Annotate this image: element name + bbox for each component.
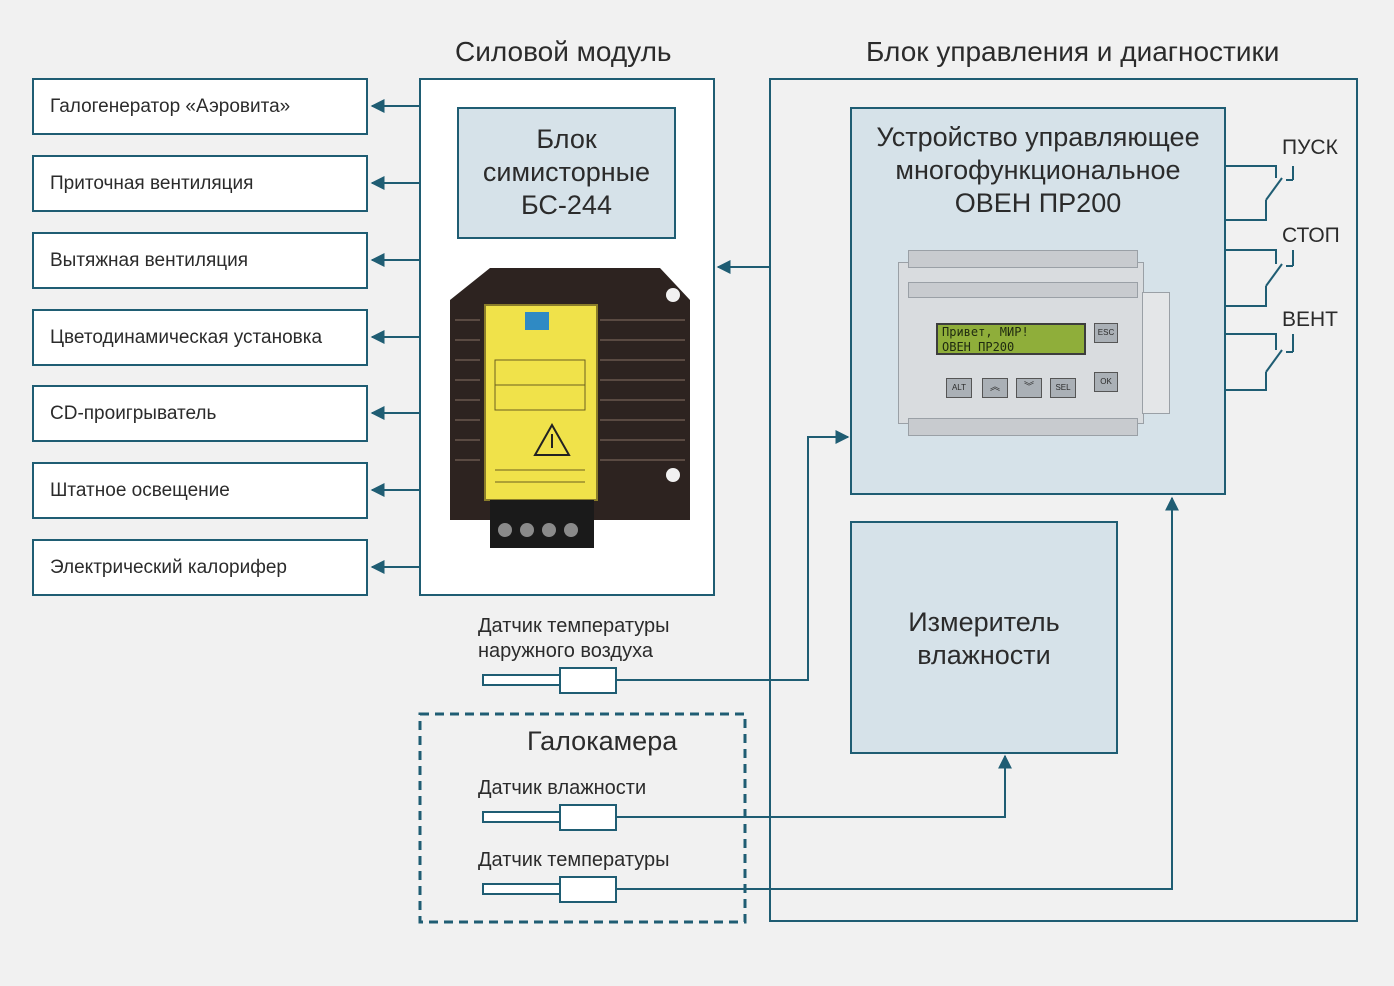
controller-line-3: ОВЕН ПР200 — [954, 188, 1122, 218]
humidity-meter-line-2: влажности — [917, 640, 1051, 670]
humidity-meter-line-1: Измеритель — [908, 607, 1060, 637]
chamber-temp-sensor-label: Датчик температуры — [478, 849, 670, 871]
humidity-sensor-wire — [616, 754, 1012, 818]
switch-start-label: ПУСК — [1282, 136, 1338, 159]
simistor-line-1: Блок — [536, 124, 597, 154]
lcd-line-1: Привет, МИР! — [942, 325, 1029, 339]
switch-wiring — [1226, 165, 1294, 391]
up-button[interactable]: ︽ — [982, 378, 1008, 398]
sensor-probes — [482, 667, 617, 903]
pr200-device-photo: Привет, МИР! ОВЕН ПР200 ESC ALT ︽ ︾ SEL … — [898, 250, 1170, 440]
load-supply-ventilation: Приточная вентиляция — [32, 155, 368, 212]
switch-vent-label: ВЕНТ — [1282, 308, 1339, 331]
simistor-line-2: симисторные — [482, 157, 651, 187]
switch-stop-label: СТОП — [1282, 224, 1340, 247]
sel-button[interactable]: SEL — [1050, 378, 1076, 398]
chamber-humidity-sensor-label: Датчик влажности — [478, 777, 647, 799]
outdoor-sensor-label-1: Датчик температуры — [478, 615, 670, 637]
controller-line-1: Устройство управляющее — [876, 122, 1200, 152]
outdoor-sensor-label-2: наружного воздуха — [478, 640, 653, 662]
simistor-line-3: БС-244 — [521, 190, 612, 220]
simistor-block-photo — [450, 268, 690, 548]
humidity-meter: Измеритель влажности — [850, 521, 1118, 754]
ok-button[interactable]: OK — [1094, 372, 1118, 392]
down-button[interactable]: ︾ — [1016, 378, 1042, 398]
load-lighting: Штатное освещение — [32, 462, 368, 519]
chamber-temp-wire — [616, 496, 1179, 890]
load-exhaust-ventilation: Вытяжная вентиляция — [32, 232, 368, 289]
control-block-title: Блок управления и диагностики — [866, 36, 1280, 67]
control-block-frame — [769, 78, 1358, 922]
esc-button[interactable]: ESC — [1094, 323, 1118, 343]
load-arrows — [370, 99, 420, 574]
chamber-title: Галокамера — [527, 726, 678, 756]
load-heater: Электрический калорифер — [32, 539, 368, 596]
alt-button[interactable]: ALT — [946, 378, 972, 398]
power-module-title: Силовой модуль — [455, 36, 672, 67]
lcd-line-2: ОВЕН ПР200 — [942, 340, 1015, 354]
controller-line-2: многофункциональное — [895, 155, 1181, 185]
outdoor-sensor-wire — [616, 430, 850, 681]
load-aerovita: Галогенератор «Аэровита» — [32, 78, 368, 135]
load-color-dynamic: Цветодинамическая установка — [32, 309, 368, 366]
load-cd-player: CD-проигрыватель — [32, 385, 368, 442]
simistor-block: Блок симисторные БС-244 — [457, 107, 676, 239]
